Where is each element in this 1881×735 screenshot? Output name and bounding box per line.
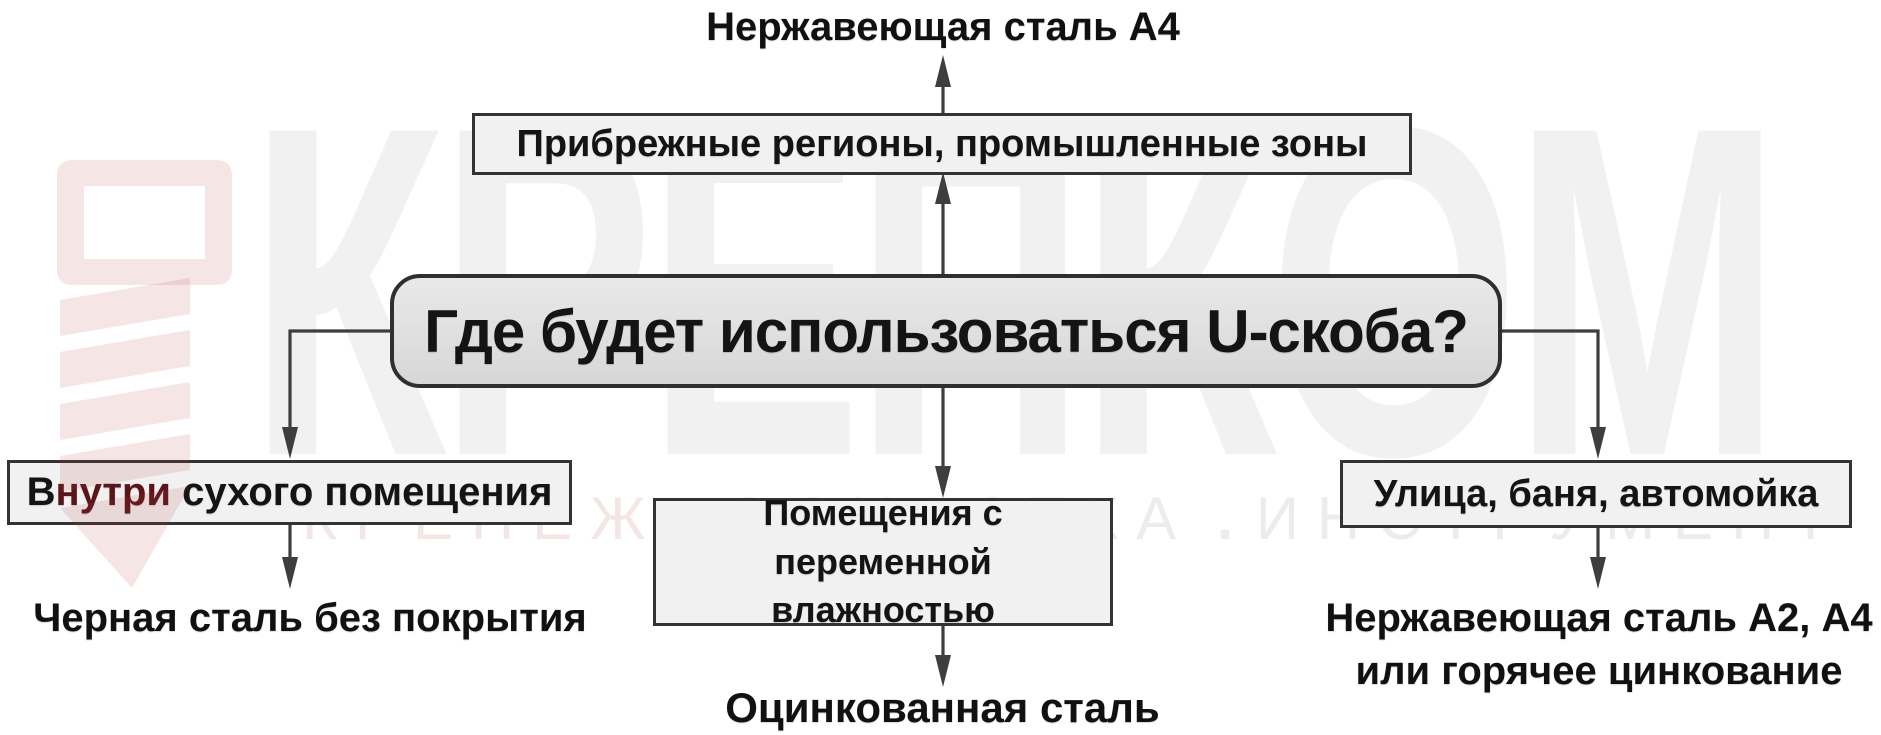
- result-right-line2: или горячее цинкование: [1355, 648, 1843, 693]
- result-label-black-steel: Черная сталь без покрытия: [33, 596, 587, 640]
- result-label-stainless-a4: Нержавеющая сталь А4: [706, 5, 1180, 49]
- decision-box-root-question: Где будет использоваться U-скоба?: [390, 274, 1502, 388]
- arrowhead-up-icon: [935, 172, 951, 204]
- result-label-galvanized-steel: Оцинкованная сталь: [725, 684, 1160, 731]
- arrowheads: [282, 55, 1606, 687]
- arrowhead-down-icon: [1590, 557, 1606, 589]
- arrowhead-down-icon: [1590, 427, 1606, 459]
- condition-box-variable-humidity: Помещения с переменной влажностью: [653, 492, 1113, 630]
- arrowhead-up-icon: [935, 55, 951, 87]
- condition-box-coastal-industrial: Прибрежные регионы, промышленные зоны: [472, 113, 1412, 175]
- condition-dry-indoor-part3: сухого помещения: [170, 470, 553, 514]
- arrowhead-down-icon: [282, 557, 298, 589]
- result-right-line1: Нержавеющая сталь А2, А4: [1325, 596, 1873, 640]
- result-label-stainless-or-hotdip: Нержавеющая сталь А2, А4 или горячее цин…: [1310, 592, 1881, 698]
- condition-box-outdoor-sauna-carwash: Улица, баня, автомойка: [1340, 460, 1852, 528]
- condition-variable-humidity-line2: влажностью: [771, 589, 995, 631]
- connector-decision-to-rightbox: [1500, 329, 1600, 427]
- arrowhead-down-icon: [935, 655, 951, 687]
- connector-decision-to-leftbox: [288, 329, 392, 427]
- condition-dry-indoor-part2-tinted: нутри: [55, 470, 171, 514]
- condition-variable-humidity-line1: Помещения с переменной: [763, 492, 1003, 582]
- arrowhead-down-icon: [935, 466, 951, 498]
- condition-dry-indoor-part1: В: [26, 470, 56, 514]
- connector-lines: [288, 86, 1600, 655]
- arrowhead-down-icon: [282, 427, 298, 459]
